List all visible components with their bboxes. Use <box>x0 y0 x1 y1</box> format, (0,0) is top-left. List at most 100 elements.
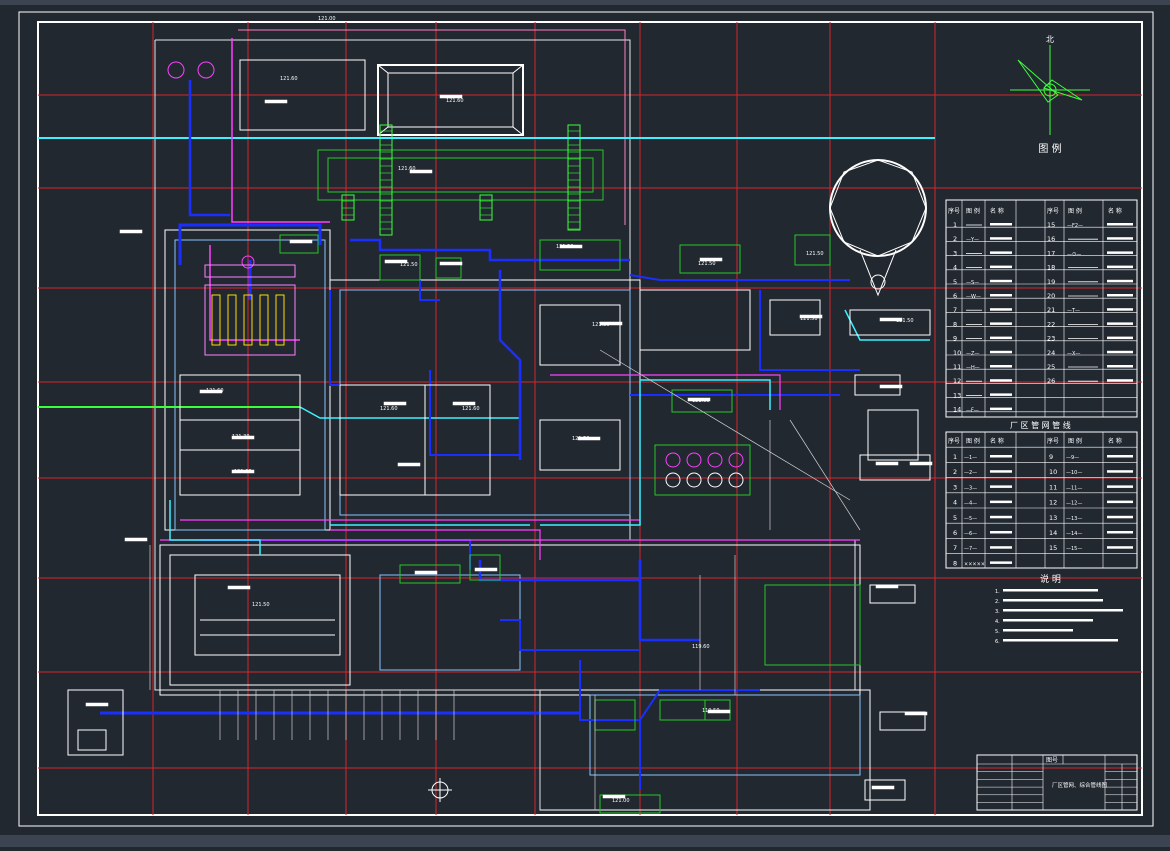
building-east <box>867 409 919 461</box>
building-green <box>379 254 421 281</box>
network-number: 11 <box>1049 483 1057 491</box>
blue-pipe <box>500 619 640 651</box>
network-number: 6 <box>953 529 957 537</box>
window-top-edge <box>0 0 1170 5</box>
name-plate <box>799 314 823 319</box>
legend-name-plate <box>1107 237 1133 240</box>
legend-table: 图 例 序号图 例名 称序号图 例名 称12—Y—345—S—6—W—78910… <box>945 142 1138 569</box>
legend-symbol: —X— <box>1067 351 1080 357</box>
storage-tank-icon <box>707 452 723 468</box>
building-southeast <box>879 711 926 731</box>
elevation-label: 121.60 <box>462 406 480 412</box>
roof-ridge <box>512 64 524 74</box>
network-number: 14 <box>1049 529 1057 537</box>
blue-pipe <box>419 280 440 301</box>
name-plate <box>85 702 109 707</box>
note-number: 3. <box>995 609 1000 615</box>
outer-frame <box>18 11 1154 827</box>
legend-number: 12 <box>953 377 961 385</box>
name-plate <box>602 794 626 799</box>
network-number: 4 <box>953 499 957 507</box>
cyan-pipe <box>540 380 641 526</box>
legend-symbol: —S— <box>966 280 979 286</box>
elevation-label: 121.60 <box>280 76 298 82</box>
network-name-plate <box>990 561 1012 564</box>
warehouse-2-inner <box>387 72 514 128</box>
network-name-plate <box>990 515 1012 519</box>
note-text-plate <box>1003 619 1093 622</box>
network-symbol: —12— <box>1066 501 1082 507</box>
legend-name-plate <box>990 322 1012 325</box>
legend-name-plate <box>1107 322 1133 325</box>
name-plate <box>687 397 711 402</box>
utility-line <box>789 419 861 531</box>
network-symbol: —1— <box>964 455 977 461</box>
note-text-plate <box>1003 589 1098 592</box>
name-plate <box>439 261 463 266</box>
network-header: 图 例 <box>1068 437 1082 445</box>
building-southeast <box>864 779 906 801</box>
road-loop-inner <box>174 239 326 531</box>
building-green <box>279 234 319 254</box>
legend-number: 16 <box>1047 235 1055 243</box>
network-header: 序号 <box>948 437 960 445</box>
building-green <box>794 234 831 266</box>
elevation-label: 121.50 <box>572 436 590 442</box>
network-number: 2 <box>953 468 957 476</box>
note-text-plate <box>1003 609 1123 612</box>
legend-symbol: —H— <box>966 365 980 371</box>
legend-name-plate <box>990 223 1012 226</box>
name-plate <box>119 229 143 234</box>
legend-name-plate <box>1107 308 1133 311</box>
network-name-plate <box>990 531 1012 534</box>
building-south-green <box>469 554 501 581</box>
storage-tank-icon <box>197 61 215 79</box>
elevation-label: 121.30 <box>232 434 250 440</box>
network-symbol: —10— <box>1066 470 1082 476</box>
name-plate <box>879 384 903 389</box>
legend-number: 25 <box>1047 363 1055 371</box>
north-arrow-icon: 北 <box>1010 35 1090 135</box>
network-number: 9 <box>1049 453 1053 461</box>
svg-text:北: 北 <box>1046 35 1054 44</box>
blue-pipe <box>579 660 640 721</box>
legend-name-plate <box>1107 336 1133 340</box>
legend-name-plate <box>1107 223 1133 226</box>
legend-header: 名 称 <box>990 207 1004 215</box>
warehouse-1 <box>239 59 366 131</box>
spherical-tank-icon <box>829 159 927 297</box>
name-plate <box>909 461 933 466</box>
legend-number: 8 <box>953 320 957 328</box>
network-symbol: —4— <box>964 501 977 507</box>
legend-name-plate <box>990 379 1012 382</box>
gate-house-inner <box>77 729 107 751</box>
name-plate <box>227 585 251 590</box>
name-plate <box>383 401 407 406</box>
title-block: 图号 厂区管网、综合管线图 <box>976 754 1138 811</box>
network-number: 7 <box>953 544 957 552</box>
legend-name-plate <box>990 407 1012 411</box>
name-plate <box>409 169 433 174</box>
top-coordinate: 121.00 <box>318 16 336 22</box>
pipe-rack <box>479 194 493 221</box>
legend-name-plate <box>990 237 1012 240</box>
network-number: 8 <box>953 559 957 567</box>
network-header: 名 称 <box>990 437 1004 445</box>
legend-number: 3 <box>953 249 957 257</box>
network-name-plate <box>1107 531 1133 534</box>
name-plate <box>124 537 148 542</box>
network-symbol: —11— <box>1066 485 1082 491</box>
legend-number: 17 <box>1047 249 1055 257</box>
name-plate <box>397 462 421 467</box>
elevation-label: 119.50 <box>702 708 720 714</box>
note-text-plate <box>1003 629 1073 632</box>
legend-header: 名 称 <box>1108 207 1122 215</box>
legend-name-plate <box>1107 251 1133 254</box>
magenta-pipe <box>231 38 330 223</box>
building-east <box>859 454 931 481</box>
network-number: 5 <box>953 514 957 522</box>
reactor-header <box>204 264 296 278</box>
drawing-title: 厂区管网、综合管线图 <box>1052 781 1108 789</box>
name-plate <box>231 469 255 474</box>
